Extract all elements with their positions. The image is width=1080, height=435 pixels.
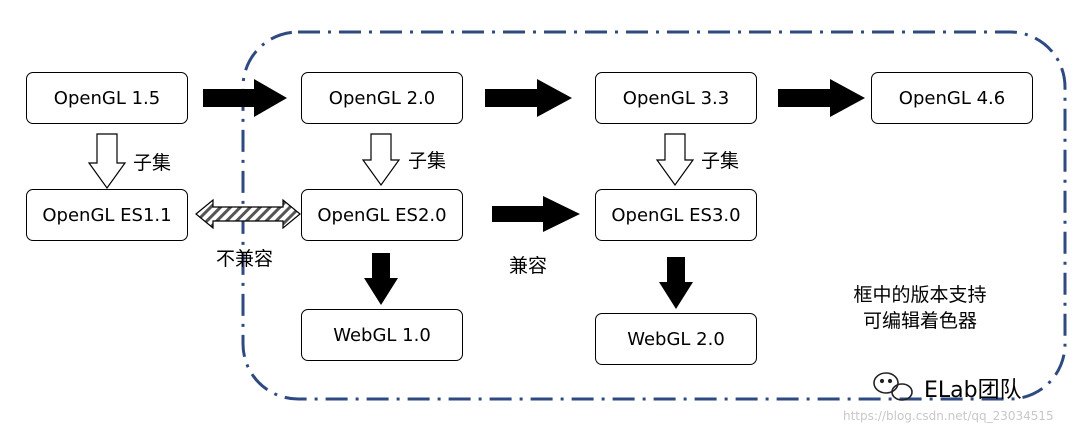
subset-arrow-3 bbox=[655, 133, 695, 187]
label-subset-3: 子集 bbox=[701, 150, 740, 172]
frame-note-line-2: 可编辑着色器 bbox=[862, 310, 977, 332]
watermark-team: ELab团队 bbox=[924, 378, 1022, 403]
label-subset-1: 子集 bbox=[133, 152, 172, 174]
box-webgl-1-0: WebGL 1.0 bbox=[301, 309, 463, 361]
incompatible-double-arrow bbox=[195, 198, 301, 230]
box-opengl-es3-0: OpenGL ES3.0 bbox=[595, 189, 757, 241]
box-opengl-1-5: OpenGL 1.5 bbox=[26, 72, 188, 124]
box-opengl-4-6: OpenGL 4.6 bbox=[871, 72, 1033, 124]
box-webgl-2-0: WebGL 2.0 bbox=[595, 313, 757, 365]
subset-arrow-1 bbox=[87, 133, 127, 190]
label-subset-2: 子集 bbox=[408, 150, 447, 172]
subset-arrow-2 bbox=[361, 133, 401, 187]
arrow-opengl33-to-46 bbox=[778, 79, 865, 117]
watermark-url: https://blog.csdn.net/qq_23034515 bbox=[843, 409, 1054, 423]
frame-note: 框中的版本支持 可编辑着色器 bbox=[820, 282, 1020, 334]
frame-note-line-1: 框中的版本支持 bbox=[853, 284, 987, 306]
box-opengl-3-3: OpenGL 3.3 bbox=[595, 72, 757, 124]
wechat-icon bbox=[873, 372, 913, 401]
box-opengl-2-0: OpenGL 2.0 bbox=[301, 72, 463, 124]
box-opengl-es1-1: OpenGL ES1.1 bbox=[26, 189, 188, 241]
arrow-es30-to-webgl20 bbox=[659, 257, 693, 309]
label-incompatible: 不兼容 bbox=[216, 248, 274, 270]
arrow-es20-to-webgl10 bbox=[364, 253, 398, 305]
box-opengl-es2-0: OpenGL ES2.0 bbox=[301, 189, 463, 241]
arrow-es20-to-es30 bbox=[492, 196, 580, 232]
label-compatible: 兼容 bbox=[509, 255, 548, 277]
arrow-opengl15-to-20 bbox=[203, 79, 287, 117]
arrow-opengl20-to-33 bbox=[485, 79, 572, 117]
